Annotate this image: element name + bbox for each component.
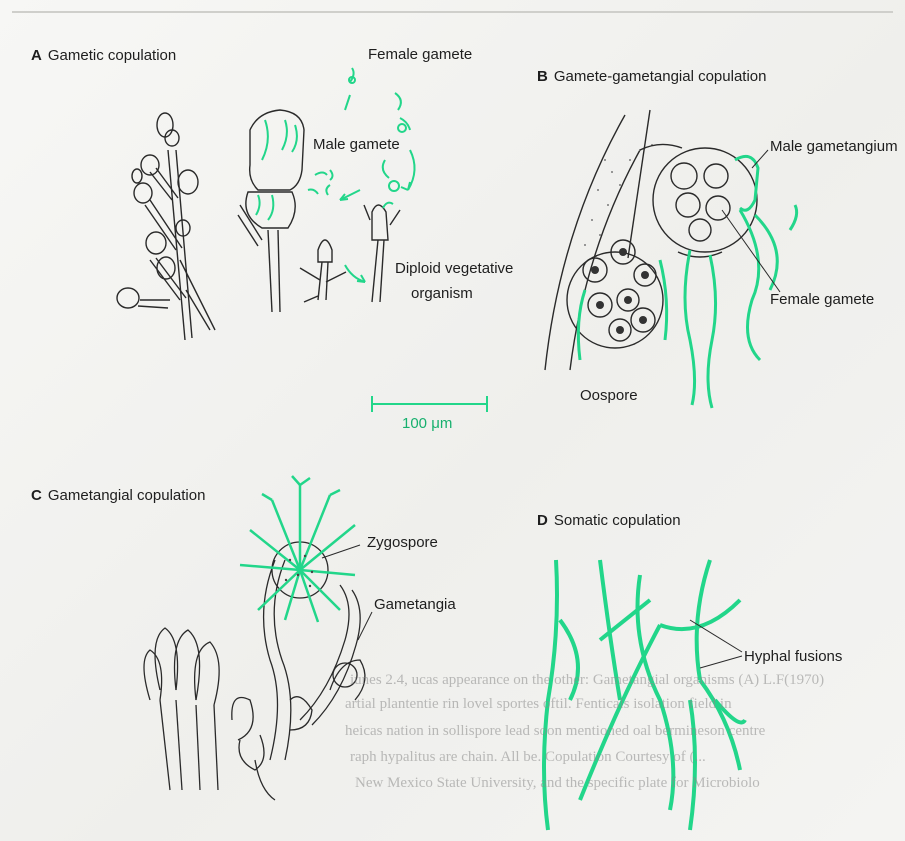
panel-d-title: D Somatic copulation [537, 512, 681, 529]
bleed-line-3: heicas nation in sollispore lead soon me… [345, 723, 765, 740]
oogonium [653, 148, 757, 257]
panel-c-drawing [144, 542, 365, 800]
bleed-line-2: artial plantentie rin lovel sportes ofti… [345, 696, 732, 713]
antheridial-tube [640, 144, 682, 150]
host-wall-inner [570, 150, 640, 370]
young-organism [300, 240, 346, 302]
spine [628, 110, 650, 258]
panel-d-letter: D [537, 512, 548, 529]
host-wall-outer [545, 115, 625, 370]
label-diploid-line2: organism [411, 285, 473, 302]
label-male-gametangium: Male gametangium [770, 138, 898, 155]
panel-a-gametes [256, 68, 415, 282]
panel-a-title: A Gametic copulation [31, 47, 176, 64]
zygospore-spines [240, 476, 355, 622]
panel-c-title: C Gametangial copulation [31, 487, 205, 504]
large-gametangium [238, 110, 304, 312]
fusion-leader-2 [700, 656, 742, 668]
gametangia-cluster [144, 628, 312, 800]
panel-b-title-text: Gamete-gametangial copulation [554, 68, 767, 85]
gametophyte-branch [117, 113, 215, 340]
label-hyphal-fusions: Hyphal fusions [744, 648, 842, 665]
bleed-line-4: raph hypalitus are chain. All be. Copula… [350, 749, 706, 766]
panel-b-drawing [545, 110, 757, 370]
diploid-organism [364, 205, 400, 302]
scale-bar-label: 100 μm [402, 415, 452, 432]
label-male-gamete: Male gamete [313, 136, 400, 153]
arrow-female [395, 93, 401, 110]
bleed-line-1: iunes 2.4, ucas appearance on the other:… [350, 672, 824, 689]
oospore-nuclei [591, 248, 649, 334]
panel-b-letter: B [537, 68, 548, 85]
arrow-diploid [345, 265, 365, 282]
panel-d-title-text: Somatic copulation [554, 512, 681, 529]
suspensor-right [300, 585, 349, 720]
label-diploid-line1: Diploid vegetative [395, 260, 513, 277]
label-female-gamete-a: Female gamete [368, 46, 472, 63]
female-gamete-leader [722, 210, 780, 292]
oospore-cluster [567, 240, 663, 348]
suspensor-left [264, 560, 278, 760]
panel-c-title-text: Gametangial copulation [48, 487, 206, 504]
panel-b-hyphae [578, 156, 796, 408]
scale-bar [372, 396, 487, 412]
panel-a-title-text: Gametic copulation [48, 47, 176, 64]
bleed-line-5: New Mexico State University, and the spe… [355, 775, 760, 792]
label-female-gamete-b: Female gamete [770, 291, 874, 308]
label-oospore: Oospore [580, 387, 638, 404]
panel-a-letter: A [31, 47, 42, 64]
panel-b-title: B Gamete-gametangial copulation [537, 68, 766, 85]
label-gametangia: Gametangia [374, 596, 456, 613]
panel-c-letter: C [31, 487, 42, 504]
label-zygospore: Zygospore [367, 534, 438, 551]
gamete-squiggle [262, 120, 268, 160]
female-gamete-swimmer [350, 68, 354, 82]
